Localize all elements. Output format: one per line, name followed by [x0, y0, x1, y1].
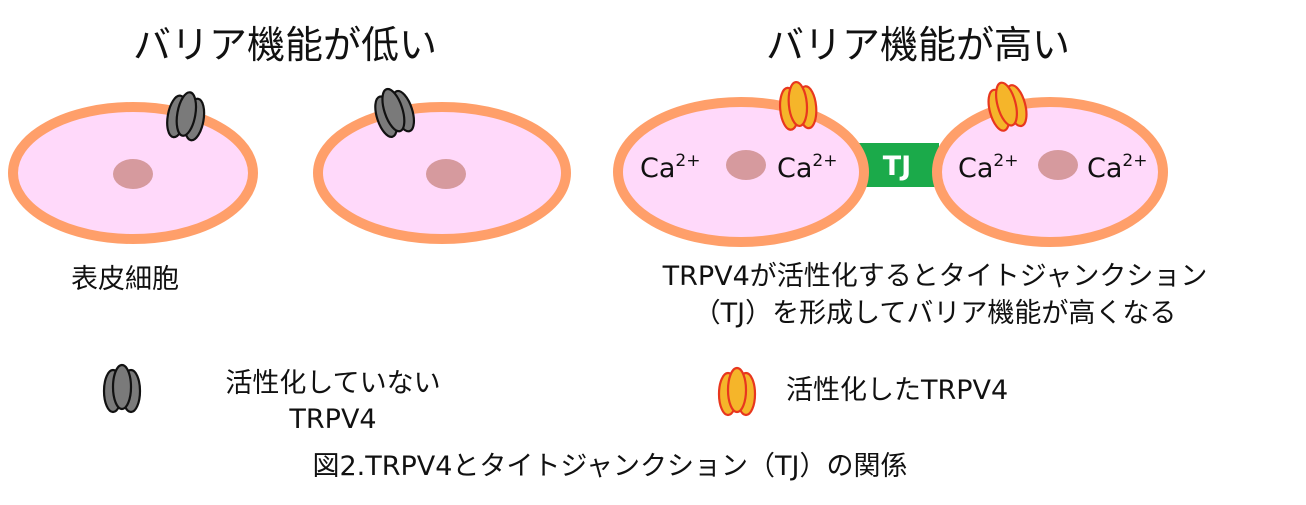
- legend-inactive-label-line-2: TRPV4: [288, 404, 376, 435]
- legend-active-trpv4-icon: [717, 366, 757, 417]
- description-line-1: TRPV4が活性化するとタイトジャンクション: [662, 261, 1208, 292]
- cell-right-1: [613, 97, 869, 247]
- calcium-ion-label: Ca2+: [640, 151, 700, 184]
- description-line-2: （TJ）を形成してバリア機能が高くなる: [694, 298, 1177, 329]
- cell-label: 表皮細胞: [71, 264, 179, 295]
- title-high-barrier: バリア機能が高い: [766, 23, 1070, 67]
- nucleus: [426, 159, 466, 189]
- nucleus: [1038, 150, 1078, 180]
- legend-active-label: 活性化したTRPV4: [786, 375, 1008, 406]
- figure-caption: 図2.TRPV4とタイトジャンクション（TJ）の関係: [312, 451, 907, 482]
- nucleus: [113, 159, 153, 189]
- calcium-ion-label: Ca2+: [777, 151, 837, 184]
- active-trpv4-icon: [776, 79, 820, 132]
- cell-left-2: [313, 102, 571, 244]
- tight-junction: [855, 143, 939, 187]
- nucleus: [726, 150, 766, 180]
- tj-label: TJ: [883, 151, 911, 182]
- calcium-ion-label: Ca2+: [958, 151, 1018, 184]
- legend-inactive-trpv4-icon: [102, 363, 142, 414]
- cell-left-1: [8, 102, 258, 244]
- legend-inactive-label-line-1: 活性化していない: [225, 368, 440, 399]
- cell-right-2: [932, 97, 1168, 247]
- title-low-barrier: バリア機能が低い: [133, 23, 437, 67]
- calcium-ion-label: Ca2+: [1087, 151, 1147, 184]
